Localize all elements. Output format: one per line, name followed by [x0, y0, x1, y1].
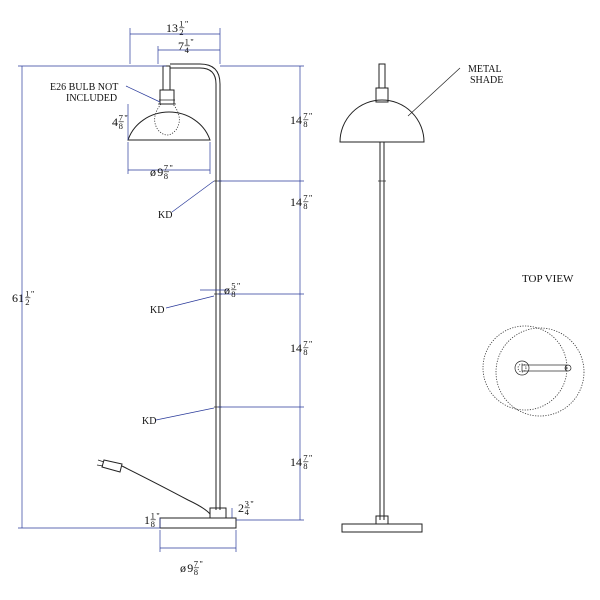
- power-plug-icon: [101, 459, 123, 473]
- kd-label-2: KD: [150, 305, 164, 316]
- svg-text:4: 4: [112, 115, 118, 129]
- svg-text:2: 2: [25, 297, 29, 307]
- front-view: [339, 63, 461, 533]
- dimension-lines: [18, 28, 304, 552]
- svg-text:7: 7: [303, 339, 308, 349]
- svg-text:8: 8: [303, 461, 307, 471]
- svg-text:": ": [309, 339, 313, 349]
- svg-text:": ": [309, 453, 313, 463]
- svg-text:8: 8: [194, 567, 198, 577]
- power-cord: [121, 465, 211, 515]
- svg-text:14: 14: [290, 113, 302, 127]
- svg-text:7: 7: [303, 453, 308, 463]
- kd-label-3: KD: [142, 416, 156, 427]
- svg-text:": ": [250, 499, 254, 509]
- svg-text:8: 8: [303, 201, 307, 211]
- svg-text:": ": [156, 511, 160, 521]
- svg-text:61: 61: [12, 291, 24, 305]
- svg-text:": ": [124, 113, 128, 123]
- svg-text:": ": [309, 111, 313, 121]
- side-base: [159, 517, 237, 529]
- front-base-collar: [375, 515, 389, 525]
- lamp-arm-outer: [170, 63, 221, 510]
- svg-text:": ": [309, 193, 313, 203]
- svg-text:1: 1: [179, 19, 183, 29]
- svg-text:7: 7: [303, 111, 308, 121]
- svg-text:1: 1: [144, 513, 150, 527]
- top-shade-circle: [482, 325, 568, 411]
- front-shade: [339, 99, 425, 143]
- svg-text:14: 14: [290, 195, 302, 209]
- svg-text:": ": [31, 289, 35, 299]
- metal-shade-line2: SHADE: [470, 75, 503, 86]
- svg-text:3: 3: [245, 499, 249, 509]
- svg-text:": ": [185, 19, 189, 29]
- svg-text:ø: ø: [224, 283, 230, 297]
- svg-text:7: 7: [194, 559, 199, 569]
- svg-text:7: 7: [303, 193, 308, 203]
- svg-text:": ": [237, 281, 241, 291]
- front-base: [341, 523, 423, 533]
- top-view-label: TOP VIEW: [522, 273, 574, 285]
- svg-text:": ": [199, 559, 203, 569]
- svg-text:9: 9: [157, 165, 163, 179]
- svg-text:1: 1: [151, 511, 155, 521]
- svg-text:2: 2: [179, 27, 183, 37]
- svg-text:": ": [190, 37, 194, 47]
- svg-text:8: 8: [303, 119, 307, 129]
- svg-text:13: 13: [166, 21, 178, 35]
- svg-text:1: 1: [185, 37, 189, 47]
- svg-text:8: 8: [303, 347, 307, 357]
- svg-text:4: 4: [185, 45, 190, 55]
- svg-text:2: 2: [238, 501, 244, 515]
- svg-text:14: 14: [290, 341, 302, 355]
- svg-text:8: 8: [231, 289, 235, 299]
- side-socket: [159, 89, 175, 105]
- metal-shade-line1: METAL: [468, 64, 502, 75]
- top-view: [482, 325, 585, 417]
- socket-teeth: [158, 99, 176, 105]
- svg-text:5: 5: [231, 281, 235, 291]
- svg-text:ø: ø: [150, 165, 156, 179]
- side-socket-stem: [162, 65, 171, 91]
- svg-text:7: 7: [178, 39, 184, 53]
- front-socket-stem: [378, 63, 386, 89]
- svg-text:14: 14: [290, 455, 302, 469]
- svg-text:1: 1: [25, 289, 29, 299]
- svg-text:8: 8: [119, 121, 123, 131]
- lamp-arm: [170, 67, 217, 510]
- svg-text:7: 7: [164, 163, 169, 173]
- bulb-note-line2: INCLUDED: [66, 93, 117, 104]
- svg-text:9: 9: [187, 561, 193, 575]
- bulb-outline: [154, 103, 180, 136]
- top-base-circle: [495, 327, 585, 417]
- svg-text:": ": [169, 163, 173, 173]
- svg-text:4: 4: [245, 507, 250, 517]
- svg-text:8: 8: [151, 519, 155, 529]
- svg-text:ø: ø: [180, 561, 186, 575]
- side-shade: [127, 111, 211, 141]
- side-base-collar: [209, 507, 227, 519]
- side-view: [96, 63, 237, 529]
- kd-label-1: KD: [158, 210, 172, 221]
- bulb-note-line1: E26 BULB NOT: [50, 82, 118, 93]
- svg-text:7: 7: [119, 113, 124, 123]
- svg-text:8: 8: [164, 171, 168, 181]
